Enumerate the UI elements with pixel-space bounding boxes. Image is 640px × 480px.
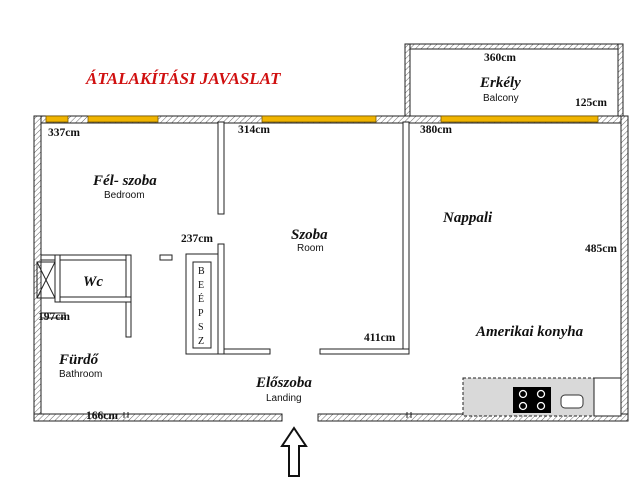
closet-letter: E bbox=[198, 280, 204, 291]
wall-room-bottom-right bbox=[319, 348, 410, 355]
wall-room-closet bbox=[217, 243, 225, 355]
closet-letter: Z bbox=[198, 336, 204, 347]
hob-icon bbox=[513, 387, 551, 413]
shaft bbox=[36, 261, 56, 299]
wall-bath-top bbox=[40, 312, 66, 319]
room-sub-bathroom: Bathroom bbox=[59, 369, 102, 380]
closet-letter: B bbox=[198, 266, 205, 277]
closet-letter: P bbox=[198, 308, 204, 319]
closet-letter: S bbox=[198, 322, 204, 333]
wall-wc-right bbox=[125, 254, 132, 338]
built-in-closet: B E É P S Z bbox=[185, 253, 219, 355]
dimension-label: 360cm bbox=[484, 52, 516, 64]
wall-bedroom-room bbox=[217, 121, 225, 215]
right-wall bbox=[620, 115, 629, 422]
room-name-balcony: Erkély bbox=[479, 75, 521, 91]
window-living bbox=[440, 115, 599, 123]
room-name-bedroom: Fél- szoba bbox=[92, 173, 157, 189]
kitchen-counter bbox=[462, 377, 622, 417]
dimension-label: 337cm bbox=[48, 127, 80, 139]
dimension-label: 411cm bbox=[364, 332, 396, 344]
wall-wc-bottom bbox=[59, 296, 132, 303]
room-sub-landing: Landing bbox=[266, 393, 302, 404]
window-bedroom-left bbox=[45, 115, 69, 123]
room-sub-bedroom: Bedroom bbox=[104, 190, 145, 201]
wall-room-living bbox=[402, 121, 410, 355]
entrance-arrow-icon bbox=[280, 426, 308, 477]
dimension-label: 125cm bbox=[575, 97, 607, 109]
room-name-bathroom: Fürdő bbox=[58, 352, 100, 368]
room-sub-room: Room bbox=[297, 243, 324, 254]
dimension-label: 197cm bbox=[38, 311, 70, 323]
sink-icon bbox=[560, 394, 584, 409]
window-bedroom-right bbox=[87, 115, 159, 123]
dimension-label: 166cm bbox=[86, 410, 118, 422]
room-sub-balcony: Balcony bbox=[483, 93, 519, 104]
room-name-wc: Wc bbox=[83, 274, 103, 290]
dimension-label: 237cm bbox=[181, 233, 213, 245]
room-name-kitchen: Amerikai konyha bbox=[475, 324, 584, 340]
window-room bbox=[261, 115, 377, 123]
bottom-wall-left bbox=[33, 413, 283, 422]
closet-letter: É bbox=[198, 293, 204, 305]
room-name-landing: Előszoba bbox=[255, 375, 312, 391]
wall-wc-left bbox=[54, 254, 61, 303]
room-name-living: Nappali bbox=[442, 210, 493, 226]
wall-room-bottom-left bbox=[223, 348, 271, 355]
dimension-label: 380cm bbox=[420, 124, 452, 136]
plan-title: ÁTALAKÍTÁSI JAVASLAT bbox=[85, 69, 281, 88]
dimension-label: 485cm bbox=[585, 243, 617, 255]
room-name-room: Szoba bbox=[291, 227, 328, 243]
wall-bedroom-bottom-right bbox=[159, 254, 173, 261]
dimension-label: 314cm bbox=[238, 124, 270, 136]
